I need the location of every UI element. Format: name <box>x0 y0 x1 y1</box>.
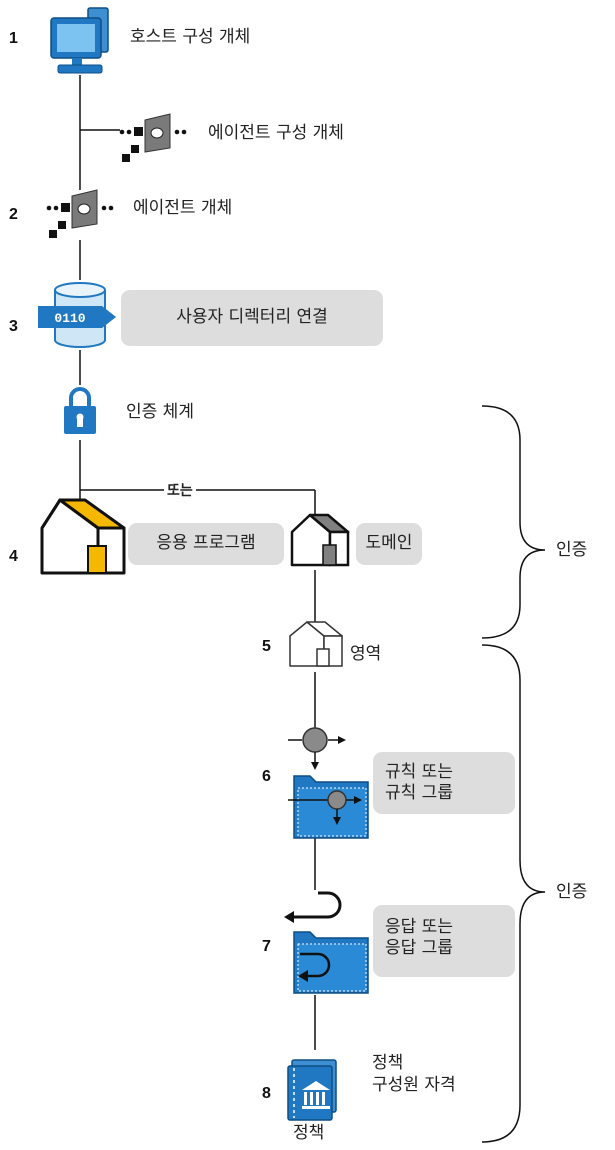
response-folder-icon <box>293 931 369 994</box>
connector-lines <box>79 75 316 1050</box>
domain-label: 도메인 <box>356 523 422 565</box>
rule-symbol-icon <box>288 727 346 770</box>
agent-config-label: 에이전트 구성 개체 <box>208 123 344 143</box>
auth-brace-label-bottom: 인증 <box>556 882 588 902</box>
policy-book-icon <box>287 1059 337 1121</box>
application-house-icon <box>40 498 126 575</box>
rule-label: 규칙 또는 규칙 그룹 <box>373 752 515 814</box>
host-computer-icon <box>50 7 109 74</box>
policy-label: 정책 구성원 자격 <box>372 1053 456 1096</box>
or-label: 또는 <box>164 480 196 500</box>
rule-folder-icon <box>288 775 369 839</box>
realm-house-icon <box>289 621 343 667</box>
user-directory-label: 사용자 디렉터리 연결 <box>121 290 383 346</box>
policy-caption: 정책 <box>293 1123 325 1143</box>
response-symbol-icon <box>284 891 342 923</box>
step-number-5: 5 <box>262 638 271 655</box>
domain-house-icon <box>290 513 350 567</box>
step-number-2: 2 <box>9 206 18 223</box>
user-directory-icon: 0110 <box>38 282 116 348</box>
step-number-7: 7 <box>262 938 271 955</box>
auth-brace-top <box>481 405 546 639</box>
lock-icon <box>64 387 96 434</box>
step-number-3: 3 <box>9 318 18 335</box>
svg-text:0110: 0110 <box>54 311 85 326</box>
step-number-6: 6 <box>262 768 271 785</box>
auth-brace-label-top: 인증 <box>556 540 588 560</box>
agent-config-icon <box>119 113 187 162</box>
step-number-1: 1 <box>9 30 18 47</box>
agent-label: 에이전트 개체 <box>133 198 233 218</box>
host-config-label: 호스트 구성 개체 <box>130 27 251 47</box>
realm-label: 영역 <box>350 644 382 664</box>
agent-icon <box>46 189 114 238</box>
step-number-8: 8 <box>262 1085 271 1102</box>
application-label: 응용 프로그램 <box>128 523 284 565</box>
step-number-4: 4 <box>9 548 18 565</box>
auth-brace-bottom <box>481 644 546 1143</box>
response-label: 응답 또는 응답 그룹 <box>373 905 515 977</box>
auth-scheme-label: 인증 체계 <box>126 402 194 422</box>
